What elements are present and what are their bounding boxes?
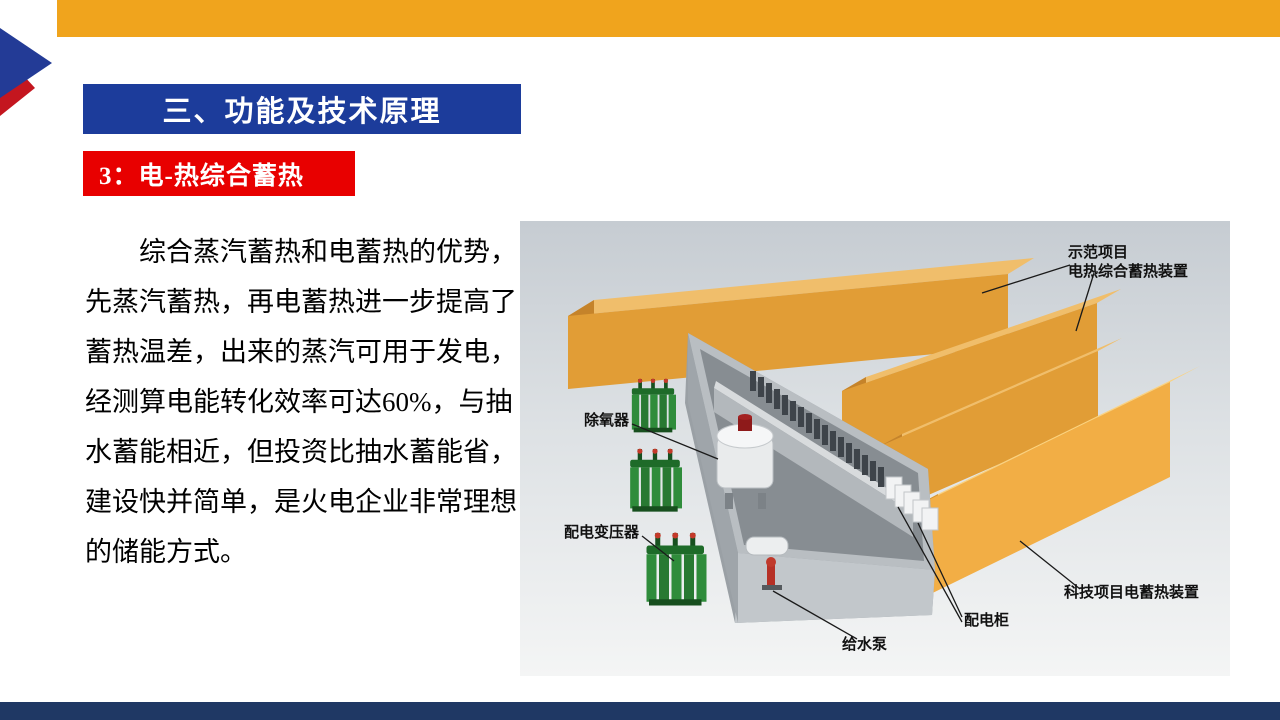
label-deaerator: 除氧器 (584, 412, 630, 429)
bottom-accent-bar (0, 702, 1280, 720)
label-demo-project: 示范项目 电热综合蓄热装置 (1068, 243, 1188, 281)
label-demo-project-line2: 电热综合蓄热装置 (1068, 263, 1189, 280)
equipment-container (685, 333, 939, 623)
heater-slats (750, 371, 884, 487)
body-line: 的储能方式。 (85, 537, 247, 567)
body-paragraph: 综合蒸汽蓄热和电蓄热的优势， 先蒸汽蓄热，再电蓄热进一步提高了 蓄热温差，出来的… (85, 227, 525, 577)
body-line: 水蓄能相近，但投资比抽水蓄能省， (85, 437, 517, 467)
scene-render (520, 221, 1230, 676)
label-transformer: 配电变压器 (564, 524, 640, 541)
section-title: 三、功能及技术原理 (162, 96, 442, 128)
storage-box-1 (568, 258, 1034, 389)
body-line: 经测算电能转化效率可达60%，与抽 (85, 387, 513, 417)
body-line: 建设快并简单，是火电企业非常理想 (85, 487, 517, 517)
top-accent-bar (57, 0, 1280, 37)
subsection-badge: 3：电-热综合蓄热 (83, 151, 355, 196)
label-tech-project: 科技项目电蓄热装置 (1064, 584, 1200, 601)
subsection-label: 3：电-热综合蓄热 (99, 162, 304, 190)
arrow-logo-icon (0, 28, 52, 116)
label-feed-pump: 给水泵 (842, 636, 888, 653)
body-line: 先蒸汽蓄热，再电蓄热进一步提高了 (85, 287, 517, 317)
label-power-cabinet: 配电柜 (964, 612, 1010, 629)
deaerator-tank (716, 414, 774, 509)
section-header: 三、功能及技术原理 (83, 84, 521, 134)
power-cabinets (885, 476, 939, 531)
body-line: 蓄热温差，出来的蒸汽可用于发电， (85, 337, 517, 367)
label-demo-project-line1: 示范项目 (1068, 244, 1129, 261)
leader-lines (631, 264, 1095, 640)
figure-3d-diagram: 示范项目 电热综合蓄热装置 除氧器 配电变压器 给水泵 配电柜 科技项目电蓄热装… (520, 221, 1230, 676)
feed-pump (745, 536, 789, 590)
body-line: 综合蒸汽蓄热和电蓄热的优势， (139, 237, 517, 267)
